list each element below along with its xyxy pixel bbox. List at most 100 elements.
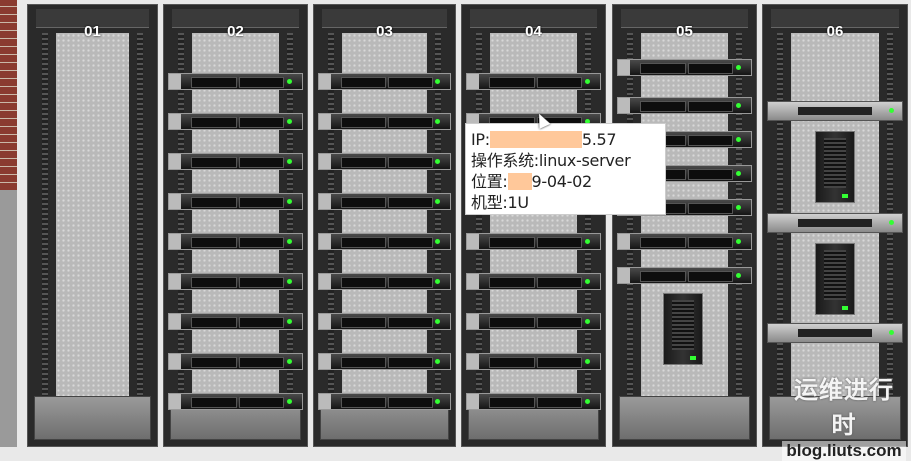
server-1u[interactable]: [318, 313, 451, 330]
server-ear: [319, 314, 331, 329]
drive-bay: [387, 397, 433, 408]
rack-05[interactable]: 05: [612, 4, 757, 447]
drive-bay: [387, 197, 433, 208]
drive-bay: [387, 317, 433, 328]
server-1u[interactable]: [318, 193, 451, 210]
status-led-icon: [287, 399, 292, 404]
drive-bay: [341, 117, 386, 128]
rack-04[interactable]: 04: [461, 4, 606, 447]
rack-02[interactable]: 02: [163, 4, 308, 447]
server-tower[interactable]: [815, 131, 855, 203]
tooltip-ip: IP:5.57: [471, 129, 660, 150]
server-ear: [319, 234, 331, 249]
tooltip-location: 位置:9-04-02: [471, 171, 660, 192]
server-1u[interactable]: [168, 153, 303, 170]
server-tower[interactable]: [815, 243, 855, 315]
status-led-icon: [842, 306, 848, 310]
tooltip-os: 操作系统:linux-server: [471, 150, 660, 171]
drive-bay: [191, 277, 237, 288]
server-ear: [618, 98, 630, 113]
rack-label: 01: [84, 23, 101, 40]
server-1u[interactable]: [617, 59, 752, 76]
status-led-icon: [287, 239, 292, 244]
drive-bay: [536, 277, 583, 288]
tower-grill: [672, 300, 694, 350]
server-1u[interactable]: [318, 153, 451, 170]
server-ear: [467, 394, 479, 409]
drive-bay: [687, 63, 734, 74]
server-1u[interactable]: [466, 73, 601, 90]
drive-bay: [238, 237, 285, 248]
server-1u[interactable]: [168, 73, 303, 90]
server-1u[interactable]: [466, 313, 601, 330]
server-1u[interactable]: [617, 233, 752, 250]
status-led-icon: [889, 220, 894, 225]
drive-bay: [341, 357, 386, 368]
drive-bay: [640, 271, 686, 282]
rack-top: [36, 9, 149, 28]
drive-bay: [687, 135, 734, 146]
rack-top: [322, 9, 447, 28]
drive-bay: [489, 317, 535, 328]
server-1u[interactable]: [318, 393, 451, 410]
server-2u[interactable]: [767, 323, 903, 343]
status-led-icon: [585, 119, 590, 124]
server-1u[interactable]: [617, 97, 752, 114]
server-1u[interactable]: [318, 353, 451, 370]
drive-bay: [387, 77, 433, 88]
server-1u[interactable]: [168, 113, 303, 130]
location-value: 9-04-02: [531, 172, 593, 191]
drive-bay: [687, 169, 734, 180]
server-1u[interactable]: [168, 353, 303, 370]
server-1u[interactable]: [168, 393, 303, 410]
status-led-icon: [585, 239, 590, 244]
drive-bay: [387, 117, 433, 128]
drive-bay: [191, 117, 237, 128]
server-1u[interactable]: [318, 113, 451, 130]
rack-label: 05: [676, 23, 693, 40]
server-1u[interactable]: [466, 273, 601, 290]
server-ear: [618, 234, 630, 249]
server-1u[interactable]: [168, 313, 303, 330]
server-1u[interactable]: [318, 273, 451, 290]
drive-bay: [640, 237, 686, 248]
status-led-icon: [736, 273, 741, 278]
rack-top: [172, 9, 299, 28]
rack-01[interactable]: 01: [27, 4, 158, 447]
drive-bay: [341, 317, 386, 328]
server-ear: [319, 114, 331, 129]
server-2u[interactable]: [767, 101, 903, 121]
server-1u[interactable]: [168, 233, 303, 250]
server-1u[interactable]: [617, 267, 752, 284]
server-1u[interactable]: [168, 193, 303, 210]
drive-bay: [387, 277, 433, 288]
drive-bay: [191, 237, 237, 248]
server-1u[interactable]: [466, 233, 601, 250]
server-ear: [169, 394, 181, 409]
wall: [0, 190, 17, 447]
status-led-icon: [585, 359, 590, 364]
server-1u[interactable]: [168, 273, 303, 290]
server-ear: [467, 234, 479, 249]
server-ear: [618, 60, 630, 75]
server-2u[interactable]: [767, 213, 903, 233]
server-1u[interactable]: [466, 353, 601, 370]
status-led-icon: [842, 194, 848, 198]
server-1u[interactable]: [318, 73, 451, 90]
status-led-icon: [585, 319, 590, 324]
rack-06[interactable]: 06: [762, 4, 908, 447]
drive-bay: [536, 237, 583, 248]
server-1u[interactable]: [318, 233, 451, 250]
server-ear: [169, 354, 181, 369]
rack-rail: [137, 33, 143, 396]
server-ear: [169, 274, 181, 289]
drive-bay: [798, 329, 872, 337]
server-tower[interactable]: [663, 293, 703, 365]
drive-bay: [238, 77, 285, 88]
server-ear: [319, 274, 331, 289]
server-1u[interactable]: [466, 393, 601, 410]
drive-bay: [687, 203, 734, 214]
drive-bay: [341, 197, 386, 208]
rack-03[interactable]: 03: [313, 4, 456, 447]
drive-bay: [387, 357, 433, 368]
